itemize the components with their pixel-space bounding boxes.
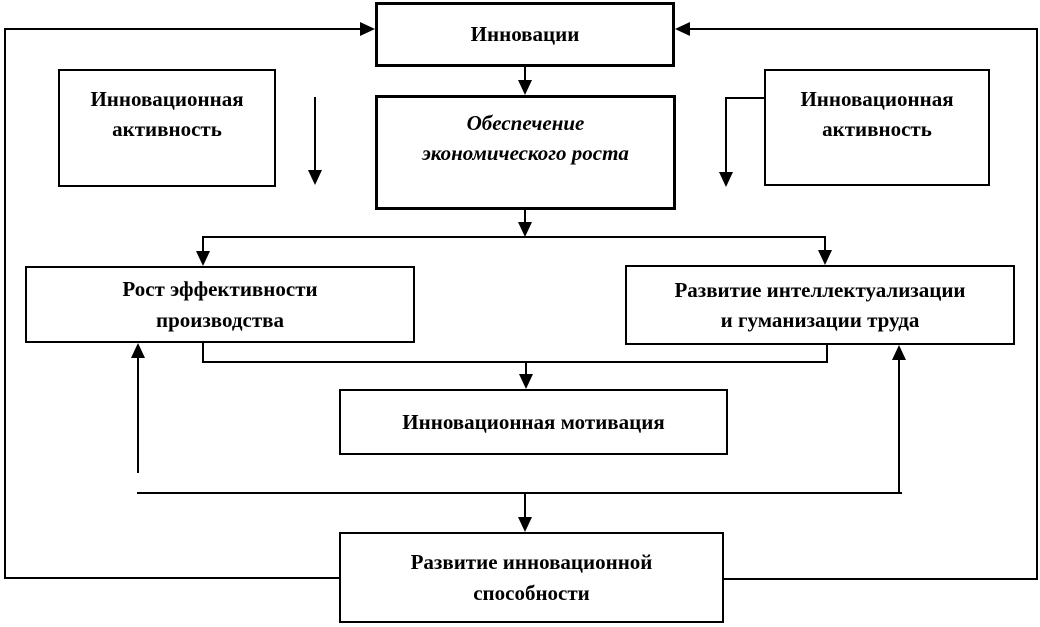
branch-top-line [202,236,826,238]
branch-left-arrowhead-icon [196,251,210,266]
arrow-to-motivation-head-icon [519,374,533,389]
box-innovation-activity-left-label: Инновационная активность [90,87,244,142]
left-loop-arrowhead-icon [360,22,375,36]
activity-right-elbow-vertical-line [725,97,727,172]
left-loop-vertical-line [4,28,6,579]
branch-left-drop-line [202,236,204,252]
up-arrow-to-efficiency-line [137,356,139,473]
feedback-bus-line [137,492,902,494]
left-loop-bottom-line [4,577,340,579]
right-loop-bottom-line [723,578,1038,580]
arrow-growth-to-branch-head-icon [518,222,532,237]
box-innovation-capability-label: Развитие инновационной способности [410,550,653,605]
box-efficiency-growth: Рост эффективности производства [25,266,415,343]
box-innovations-label: Инновации [470,22,580,47]
box-innovation-motivation: Инновационная мотивация [339,389,728,455]
up-arrow-to-intellectualization-head-icon [892,345,906,360]
arrow-innovations-to-growth-head-icon [518,80,532,95]
arrow-to-motivation-line [525,361,527,375]
arrow-innovations-to-growth-line [524,67,526,81]
box-innovation-motivation-label: Инновационная мотивация [402,409,665,434]
activity-left-down-arrow-head-icon [308,170,322,185]
intellectualization-bottom-stub-line [826,345,828,363]
arrow-to-capability-line [524,492,526,518]
arrow-to-capability-head-icon [518,517,532,532]
box-intellectualization-label: Развитие интеллектуализации и гуманизаци… [674,277,966,332]
box-innovation-activity-left: Инновационная активность [58,69,276,187]
right-loop-top-line [690,28,1038,30]
box-innovation-activity-right: Инновационная активность [764,69,990,186]
right-loop-vertical-line [1036,28,1038,580]
box-efficiency-growth-label: Рост эффективности производства [122,277,318,332]
box-economic-growth-label: Обеспечение экономического роста [422,111,629,166]
left-loop-top-line [4,28,360,30]
activity-right-elbow-horizontal-line [725,97,764,99]
box-innovation-activity-right-label: Инновационная активность [800,87,954,142]
up-arrow-to-efficiency-head-icon [131,343,145,358]
arrow-growth-to-branch-line [524,210,526,223]
right-loop-arrowhead-icon [675,22,690,36]
branch-bottom-line [202,361,828,363]
box-innovation-capability: Развитие инновационной способности [339,532,724,623]
efficiency-bottom-stub-line [202,343,204,363]
up-arrow-to-intellectualization-line [898,358,900,494]
activity-right-elbow-head-icon [719,172,733,187]
branch-right-arrowhead-icon [818,250,832,265]
box-innovations: Инновации [375,2,675,67]
branch-right-drop-line [824,236,826,251]
box-economic-growth: Обеспечение экономического роста [375,95,676,210]
activity-left-down-arrow-line [314,97,316,171]
box-intellectualization: Развитие интеллектуализации и гуманизаци… [625,265,1015,345]
